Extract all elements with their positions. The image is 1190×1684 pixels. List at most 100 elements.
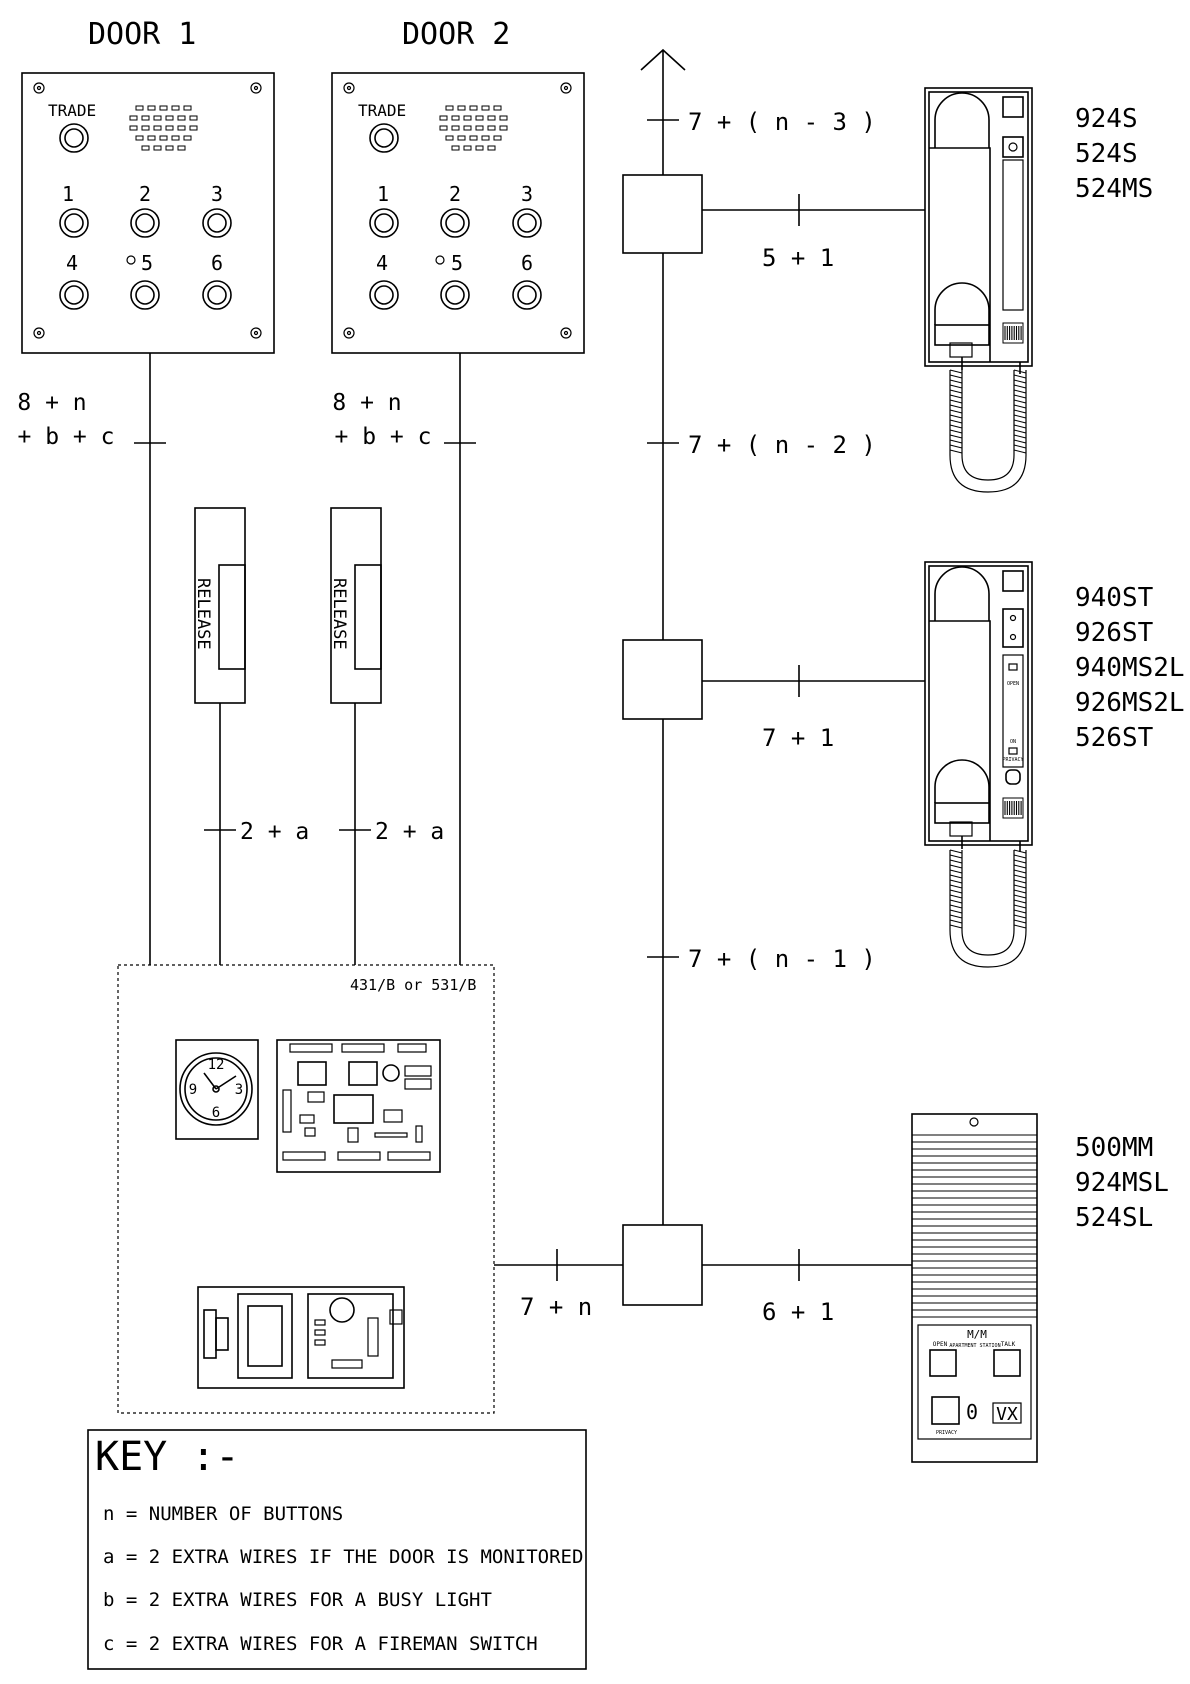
junction-box-3 — [622, 1224, 703, 1306]
door-2-button-1[interactable] — [369, 208, 399, 238]
grille-slot — [469, 135, 478, 141]
barcode-frame — [1002, 322, 1024, 344]
cord-coil — [1013, 379, 1027, 384]
grille-slot — [439, 115, 448, 121]
door-2-button-6[interactable] — [512, 280, 542, 310]
cord-coil — [949, 864, 963, 869]
grille-slot — [493, 105, 502, 111]
station-2-key-button[interactable] — [1002, 608, 1024, 648]
station-1-key-button[interactable] — [1002, 136, 1024, 158]
station-3-privacy-button[interactable] — [931, 1396, 960, 1425]
station-2-model-3: 940MS2L — [1075, 653, 1185, 683]
grille-slot — [135, 135, 144, 141]
cord-coil — [949, 374, 963, 379]
cord-coil — [1013, 909, 1027, 914]
grille-slot — [469, 105, 478, 111]
cord-coil — [1013, 874, 1027, 879]
station-2-cable-label: 7 + 1 — [762, 724, 834, 752]
grille-slot — [153, 125, 162, 131]
door-1-trade-button[interactable] — [59, 123, 89, 153]
riser-label-3: 7 + ( n - 1 ) — [688, 945, 876, 973]
cord-coil — [1013, 444, 1027, 449]
cord-coil — [949, 369, 963, 374]
grille-slot — [183, 105, 192, 111]
cord-coil — [1013, 859, 1027, 864]
station-2-privacy-switch[interactable] — [1008, 747, 1018, 755]
station-2-open-switch[interactable] — [1008, 663, 1018, 671]
grille-slot — [153, 115, 162, 121]
cord-coil — [949, 379, 963, 384]
door-2-button-label-2: 2 — [449, 182, 461, 206]
station-2-open-label: OPEN — [1007, 681, 1019, 687]
door-1-button-5[interactable] — [130, 280, 160, 310]
station-3-logo-box — [992, 1402, 1022, 1424]
station-1-barcode — [1002, 322, 1024, 344]
controller-link-label: 7 + n — [520, 1293, 592, 1321]
station-2-model-1: 940ST — [1075, 583, 1154, 613]
cord-coil — [1013, 384, 1027, 389]
cord-coil — [1013, 439, 1027, 444]
clock-12: 12 — [208, 1057, 225, 1073]
grille-slot — [189, 125, 198, 131]
cord-coil — [1013, 409, 1027, 414]
controller-label: 431/B or 531/B — [350, 976, 476, 994]
cord-coil — [949, 449, 963, 454]
riser-up-arrow — [640, 48, 686, 175]
station-1-model-2: 524S — [1075, 139, 1138, 169]
station-2-model-5: 526ST — [1075, 723, 1154, 753]
station-1-cable-label: 5 + 1 — [762, 244, 834, 272]
cord-coil — [1013, 374, 1027, 379]
door-2-button-3[interactable] — [512, 208, 542, 238]
door-1-button-4[interactable] — [59, 280, 89, 310]
cord-coil — [949, 854, 963, 859]
station-3-model-3: 524SL — [1075, 1203, 1153, 1233]
grille-slot — [463, 125, 472, 131]
door-2-button-2[interactable] — [440, 208, 470, 238]
door-1-button-6[interactable] — [202, 280, 232, 310]
grille-slot — [445, 105, 454, 111]
station-3-talk-button[interactable] — [993, 1349, 1021, 1377]
grille-slot — [493, 135, 502, 141]
riser-label-2: 7 + ( n - 2 ) — [688, 431, 876, 459]
door-1-button-1[interactable] — [59, 208, 89, 238]
door-2-trade-button[interactable] — [369, 123, 399, 153]
station-3-cable-label: 6 + 1 — [762, 1298, 834, 1326]
grille-slot — [463, 145, 472, 151]
cord-coil — [1013, 389, 1027, 394]
door-1-title: DOOR 1 — [88, 17, 196, 52]
door-1-button-label-4: 4 — [66, 251, 78, 275]
cord-coil — [1013, 414, 1027, 419]
door-1-button-3[interactable] — [202, 208, 232, 238]
door-2-button-4[interactable] — [369, 280, 399, 310]
grille-slot — [141, 125, 150, 131]
door-2-button-label-3: 3 — [521, 182, 533, 206]
cord-coil — [1013, 849, 1027, 854]
grille-slot — [147, 135, 156, 141]
door-2-cable-label-line2: + b + c — [335, 424, 432, 450]
station-2-handset: OPEN ON PRIVACY — [924, 561, 1033, 968]
grille-slot — [481, 105, 490, 111]
grille-slot — [183, 135, 192, 141]
grille-slot — [141, 115, 150, 121]
door-2-button-5[interactable] — [440, 280, 470, 310]
station-1-handset — [924, 87, 1033, 493]
grille-slot — [177, 145, 186, 151]
door-2-title: DOOR 2 — [402, 17, 510, 52]
cord-coil — [949, 914, 963, 919]
cord-coil — [1013, 869, 1027, 874]
barcode-frame — [1002, 797, 1024, 819]
grille-slot — [475, 125, 484, 131]
door-2-panel: TRADE 1 2 3 4 5 6 — [331, 72, 585, 354]
cord-coil — [1013, 394, 1027, 399]
door-1-button-2[interactable] — [130, 208, 160, 238]
station-3-open-button[interactable] — [929, 1349, 957, 1377]
grille-slot — [153, 145, 162, 151]
cord-coil — [949, 399, 963, 404]
station-2-models: 940ST 926ST 940MS2L 926MS2L 526ST — [1075, 583, 1185, 753]
cord-coil — [949, 909, 963, 914]
door-2-button-label-4: 4 — [376, 251, 388, 275]
cord-coil — [949, 869, 963, 874]
station-3-zero: 0 — [966, 1400, 978, 1424]
key-item-a: a = 2 EXTRA WIRES IF THE DOOR IS MONITOR… — [103, 1546, 583, 1568]
